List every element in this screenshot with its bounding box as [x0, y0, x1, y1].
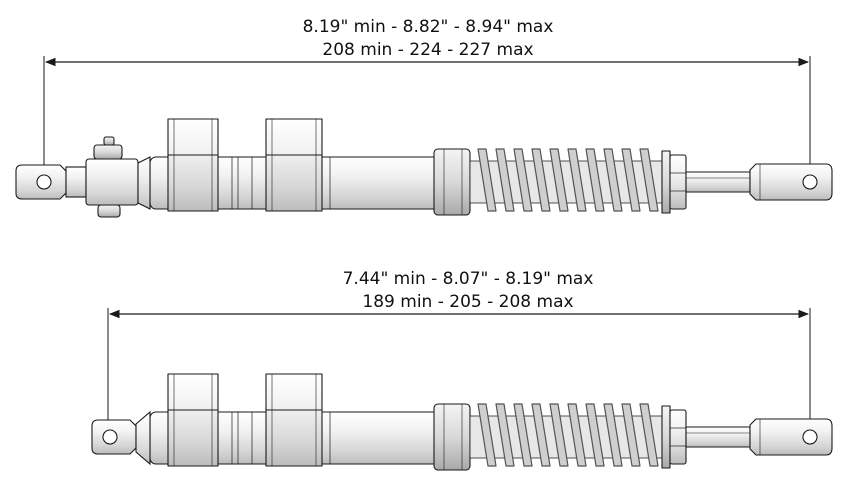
compressed-shock-drawing: [91, 308, 833, 471]
extended-length-imperial-label: 8.19" min - 8.82" - 8.94" max: [302, 17, 554, 37]
extended-shock-drawing: [15, 56, 833, 218]
extended-shock-body: [15, 118, 833, 218]
compressed-length-imperial-label: 7.44" min - 8.07" - 8.19" max: [342, 269, 594, 289]
extended-length-metric-label: 208 min - 224 - 227 max: [322, 40, 534, 60]
compressed-shock-body: [91, 373, 833, 471]
compressed-length-metric-label: 189 min - 205 - 208 max: [362, 292, 574, 312]
